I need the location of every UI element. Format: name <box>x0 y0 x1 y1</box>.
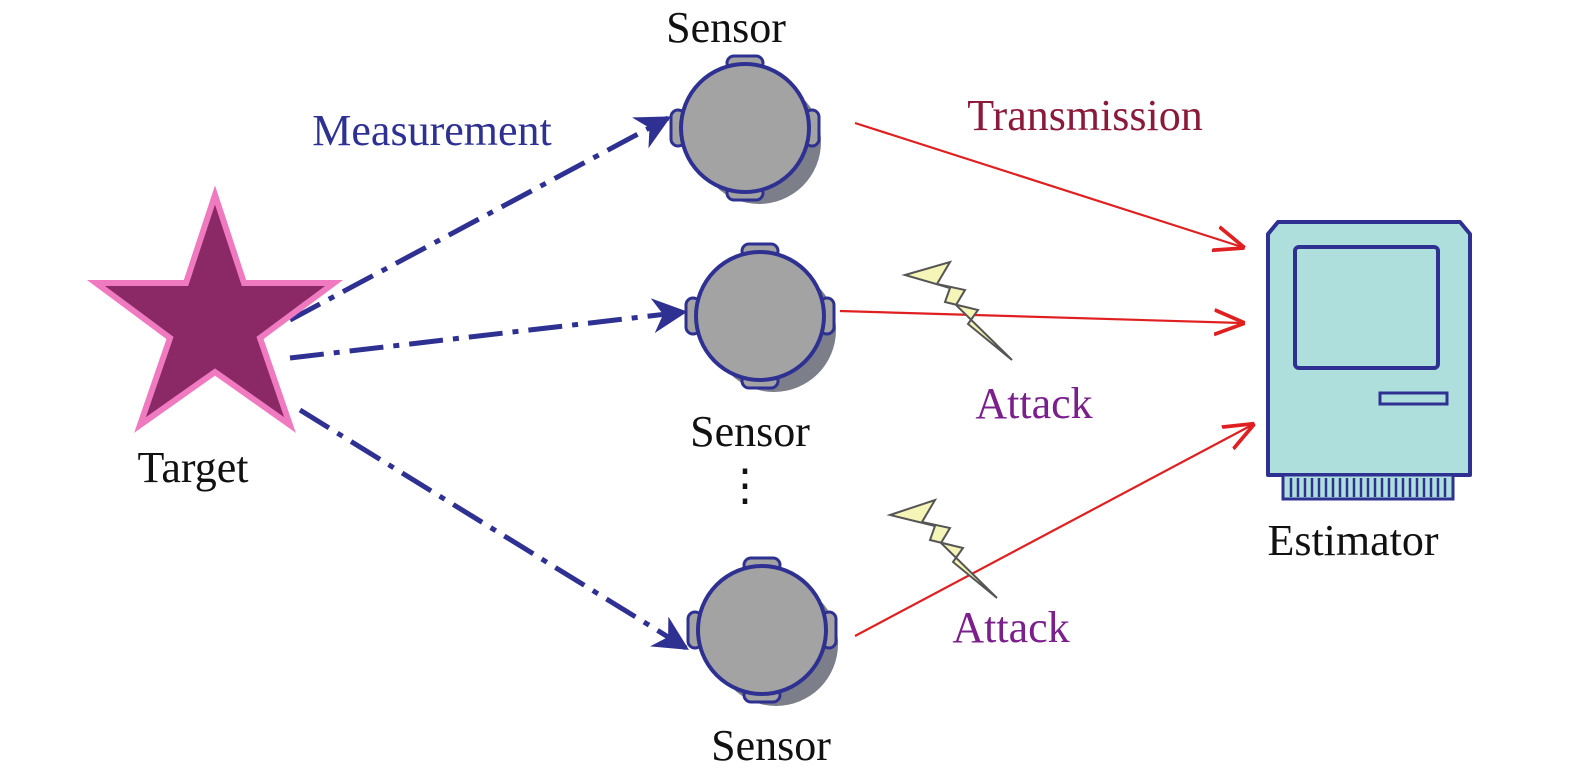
sensor-bottom-label: Sensor <box>711 721 831 770</box>
estimator-label: Estimator <box>1267 516 1438 565</box>
attack-label-lower: Attack <box>952 603 1069 652</box>
sensor-top-label: Sensor <box>666 3 786 52</box>
sensor-icon <box>686 556 838 706</box>
computer-icon <box>1266 220 1472 501</box>
transmission-links <box>839 121 1252 637</box>
transmission-label: Transmission <box>967 91 1203 140</box>
lightning-icon <box>901 260 1013 361</box>
measurement-link-middle <box>289 298 688 361</box>
sensor-middle <box>684 242 836 392</box>
sensor-icon <box>684 242 836 392</box>
transmission-link-middle <box>839 311 1242 323</box>
lightning-icon <box>886 498 998 599</box>
target-node <box>86 185 344 433</box>
computer-screen <box>1293 245 1440 370</box>
ellipsis-label: ⋮ <box>723 461 767 510</box>
attack-label-upper: Attack <box>975 379 1092 428</box>
sensor-middle-label: Sensor <box>690 407 810 456</box>
sensor-icon <box>669 54 821 204</box>
transmission-link-bottom <box>854 425 1252 637</box>
target-label: Target <box>138 443 249 492</box>
measurement-label: Measurement <box>312 106 551 155</box>
sensor-bottom <box>686 556 838 706</box>
sensor-top <box>669 54 821 204</box>
computer-slot <box>1378 391 1449 406</box>
measurement-links <box>288 115 689 651</box>
measurement-link-bottom <box>298 407 689 651</box>
star-icon <box>86 185 344 433</box>
estimator-node <box>1266 220 1472 501</box>
transmission-link-top <box>854 121 1242 247</box>
measurement-link-top <box>288 115 672 323</box>
